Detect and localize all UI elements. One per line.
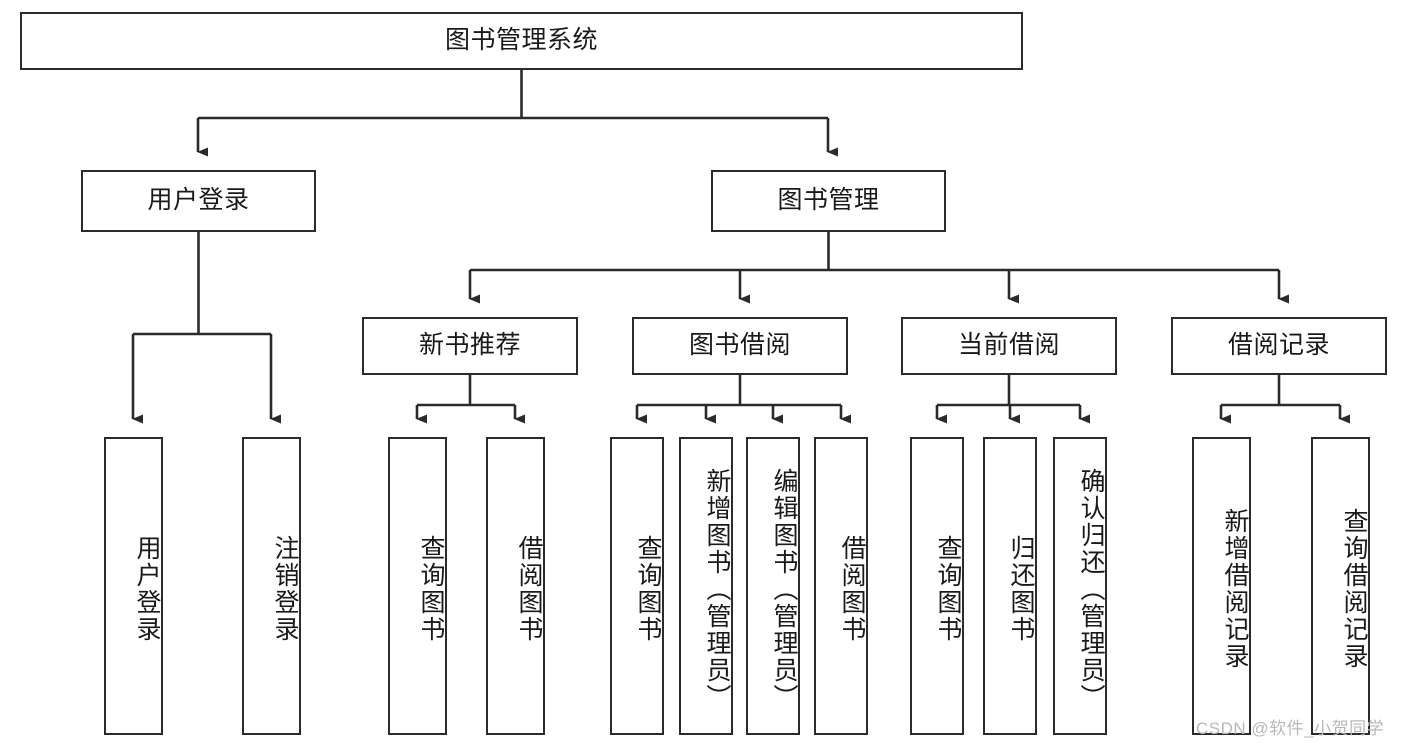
- node-label: 当前借阅: [957, 331, 1060, 360]
- node-label: 借阅图书: [838, 535, 866, 643]
- node-borrowing-records[interactable]: 借阅记录: [1171, 317, 1387, 375]
- node-label: 图书借阅: [688, 331, 791, 360]
- node-label: 新增图书（管理员）: [703, 467, 731, 711]
- node-label: 查询图书: [634, 535, 662, 643]
- node-label: 查询图书: [417, 535, 445, 643]
- leaf-recommend-query-book[interactable]: 查询图书: [388, 437, 447, 735]
- node-label: 查询借阅记录: [1340, 508, 1368, 670]
- leaf-user-logout[interactable]: 注销登录: [242, 437, 301, 735]
- node-label: 编辑图书（管理员）: [770, 467, 798, 711]
- node-root-book-management-system[interactable]: 图书管理系统: [20, 12, 1023, 70]
- node-new-book-recommendation[interactable]: 新书推荐: [362, 317, 578, 375]
- node-label: 借阅记录: [1227, 331, 1330, 360]
- leaf-current-return-book[interactable]: 归还图书: [983, 437, 1037, 735]
- node-label: 查询图书: [934, 535, 962, 643]
- leaf-borrow-edit-book-admin[interactable]: 编辑图书（管理员）: [746, 437, 800, 735]
- node-book-borrowing[interactable]: 图书借阅: [632, 317, 848, 375]
- node-current-borrowing[interactable]: 当前借阅: [901, 317, 1117, 375]
- node-label: 新书推荐: [418, 331, 521, 360]
- node-label: 归还图书: [1007, 535, 1035, 643]
- node-label: 确认归还（管理员）: [1077, 467, 1105, 711]
- node-label: 图书管理系统: [444, 26, 598, 55]
- node-label: 用户登录: [133, 535, 161, 643]
- node-label: 注销登录: [271, 535, 299, 643]
- node-label: 图书管理: [777, 186, 880, 215]
- leaf-current-query-book[interactable]: 查询图书: [910, 437, 964, 735]
- leaf-borrow-query-book[interactable]: 查询图书: [610, 437, 664, 735]
- node-label: 新增借阅记录: [1221, 508, 1249, 670]
- watermark: CSDN @软件_小贺同学: [1196, 719, 1385, 738]
- leaf-record-add-borrow-record[interactable]: 新增借阅记录: [1192, 437, 1251, 735]
- leaf-borrow-add-book-admin[interactable]: 新增图书（管理员）: [679, 437, 733, 735]
- leaf-recommend-borrow-book[interactable]: 借阅图书: [486, 437, 545, 735]
- node-label: 借阅图书: [515, 535, 543, 643]
- node-user-login[interactable]: 用户登录: [81, 170, 316, 232]
- node-book-management[interactable]: 图书管理: [711, 170, 946, 232]
- leaf-current-confirm-return-admin[interactable]: 确认归还（管理员）: [1053, 437, 1107, 735]
- leaf-record-query-borrow-record[interactable]: 查询借阅记录: [1311, 437, 1370, 735]
- leaf-user-login[interactable]: 用户登录: [104, 437, 163, 735]
- node-label: 用户登录: [147, 186, 250, 215]
- leaf-borrow-borrow-book[interactable]: 借阅图书: [814, 437, 868, 735]
